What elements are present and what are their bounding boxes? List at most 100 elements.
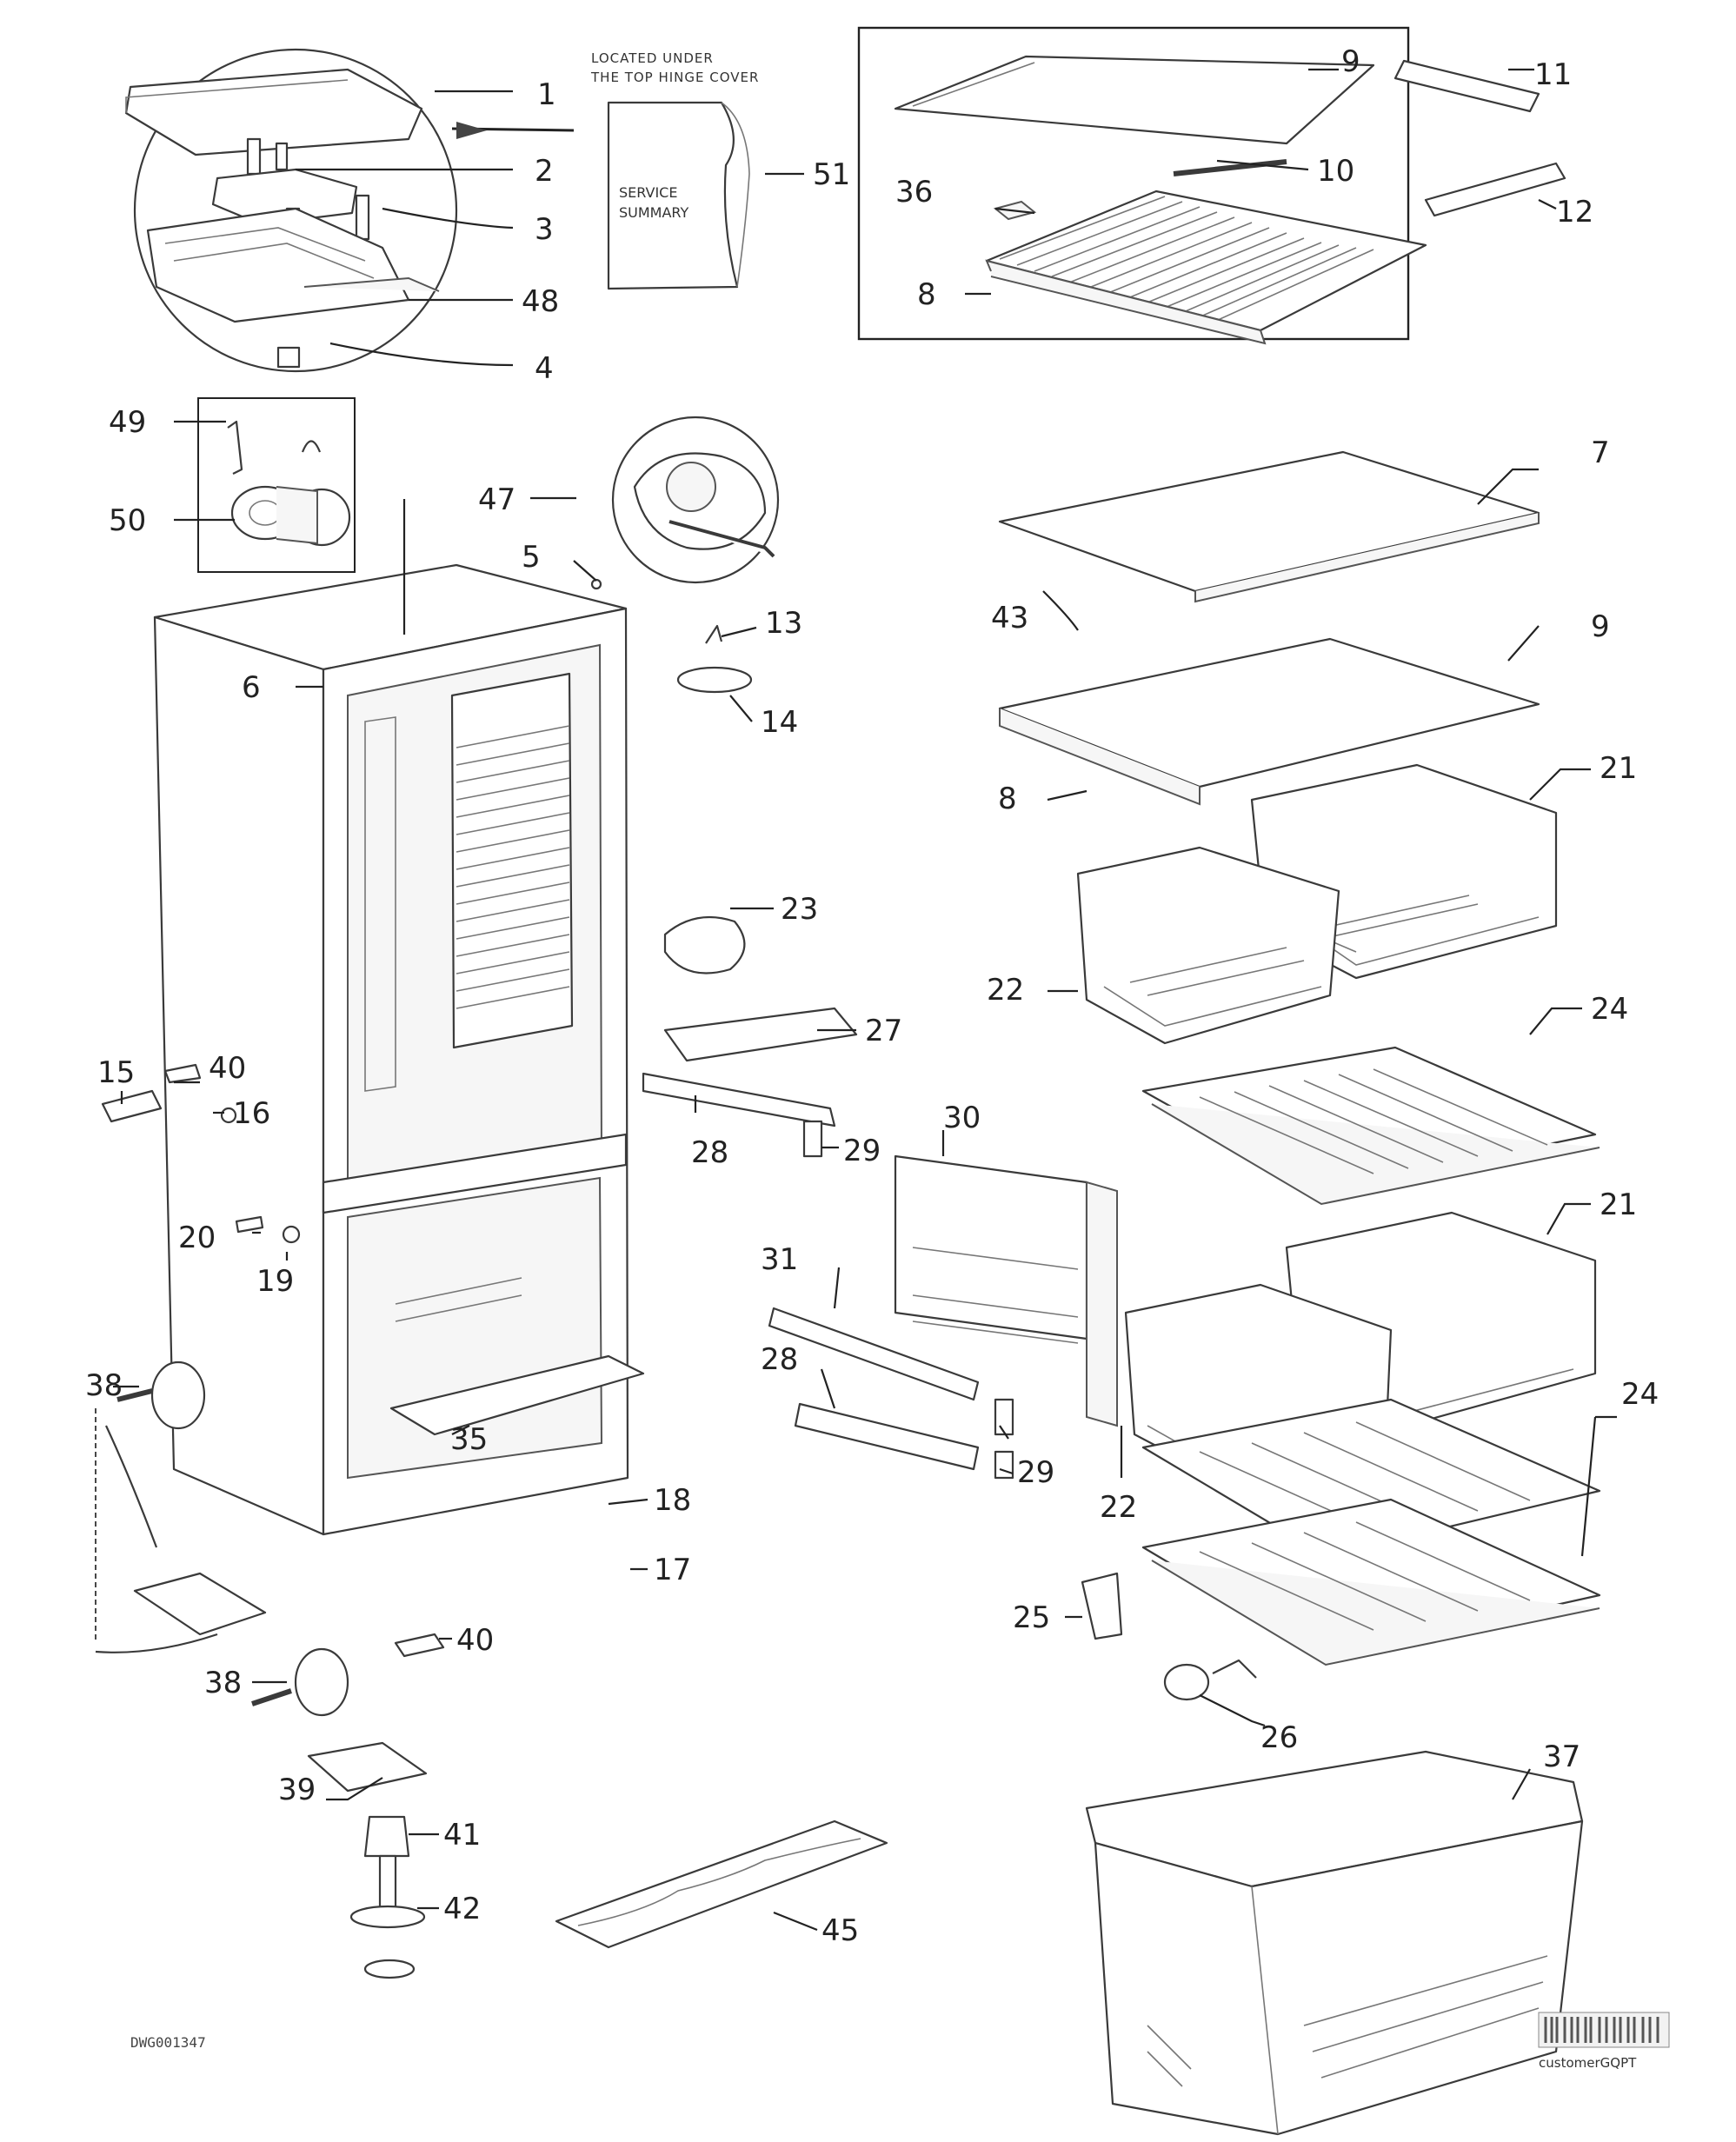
- hinge-detail: [124, 48, 458, 373]
- part-door-rail-upper: [1393, 59, 1540, 113]
- callout-15: 15: [97, 1055, 135, 1090]
- water-fitting-box: [197, 397, 356, 573]
- part-leveler-foot: [349, 1905, 426, 1929]
- callout-8-top: 8: [917, 277, 936, 312]
- service-summary-card: SERVICE SUMMARY: [607, 101, 750, 290]
- callout-48: 48: [522, 284, 559, 319]
- leader-lines: [113, 68, 1617, 1932]
- callout-37: 37: [1543, 1740, 1580, 1774]
- callout-1: 1: [537, 77, 556, 112]
- callout-9-mid: 9: [1591, 609, 1610, 644]
- part-caster-bracket: [133, 1572, 267, 1636]
- callout-26: 26: [1260, 1720, 1298, 1755]
- drawing-code: DWG001347: [130, 2034, 206, 2051]
- callout-39: 39: [278, 1773, 316, 1807]
- callout-numbers: 1 2 3 48 4 51 9 10 36 8 11 12 49 50 47 5…: [85, 44, 1659, 1948]
- fresh-food-shelves: [998, 450, 1540, 806]
- freezer-divider: [768, 1154, 1118, 1480]
- freezer-shelf-kit: [857, 26, 1566, 345]
- callout-16: 16: [233, 1096, 270, 1131]
- callout-2: 2: [535, 154, 554, 189]
- part-caster-38-lower: [294, 1647, 349, 1717]
- part-glass-shelf: [894, 55, 1375, 145]
- callout-30: 30: [943, 1101, 981, 1135]
- part-grommet: [676, 666, 753, 694]
- part-rail-31: [768, 1307, 980, 1401]
- callout-25: 25: [1013, 1600, 1050, 1635]
- callout-29-lower: 29: [1017, 1455, 1054, 1490]
- callout-40-lower: 40: [456, 1623, 494, 1658]
- part-rail-28: [642, 1072, 836, 1128]
- callout-31: 31: [761, 1242, 798, 1277]
- part-glass-shelf-9: [998, 637, 1540, 788]
- refrigerator-cabinet: [95, 563, 645, 1653]
- callout-19: 19: [256, 1264, 294, 1299]
- part-crisper-22-upper: [1076, 846, 1340, 1045]
- callout-50: 50: [109, 503, 146, 538]
- callout-24-upper: 24: [1591, 992, 1628, 1027]
- callout-35: 35: [450, 1422, 488, 1457]
- part-wire-basket: [985, 190, 1427, 332]
- part-rail-28b: [794, 1402, 980, 1471]
- caster-assembly: [95, 1360, 445, 1979]
- note-line1: LOCATED UNDER: [591, 50, 714, 66]
- part-bushing: [363, 1815, 410, 1858]
- callout-5: 5: [522, 540, 541, 575]
- callout-28-upper: 28: [691, 1135, 728, 1170]
- callout-11: 11: [1534, 57, 1572, 92]
- callout-8-mid: 8: [998, 782, 1017, 816]
- callout-23: 23: [781, 892, 818, 927]
- part-tray-24-mid: [1141, 1398, 1601, 1558]
- note-arrow: [451, 122, 575, 139]
- part-leveler-plate: [307, 1741, 428, 1793]
- service-card-line2: SUMMARY: [619, 204, 689, 221]
- callout-10: 10: [1317, 154, 1354, 189]
- callout-29-upper: 29: [843, 1134, 881, 1168]
- part-door-rail-lower: [1424, 162, 1566, 217]
- callout-47: 47: [478, 482, 515, 517]
- callout-4: 4: [535, 351, 554, 386]
- callout-21-upper: 21: [1600, 751, 1637, 786]
- part-hinge-cover: [124, 68, 423, 156]
- part-gasket-45: [555, 1819, 888, 1949]
- callout-27: 27: [865, 1014, 902, 1048]
- callout-14: 14: [761, 705, 798, 740]
- callout-49: 49: [109, 405, 146, 440]
- detail-circle: [133, 48, 458, 373]
- callout-17: 17: [654, 1553, 691, 1587]
- part-hinge-25: [1081, 1572, 1123, 1640]
- callout-42: 42: [443, 1892, 481, 1926]
- callout-12: 12: [1556, 195, 1593, 230]
- crisper-drawers-upper: [1076, 763, 1600, 1206]
- callout-22-lower: 22: [1100, 1490, 1137, 1525]
- callout-20: 20: [178, 1221, 216, 1255]
- part-glass-shelf-7: [998, 450, 1540, 593]
- part-caster-38-upper: [150, 1360, 206, 1430]
- callout-22-upper: 22: [987, 973, 1024, 1008]
- callout-7: 7: [1591, 436, 1610, 470]
- callout-21-lower: 21: [1600, 1187, 1637, 1222]
- part-divider-panel: [894, 1154, 1088, 1340]
- callout-43: 43: [991, 601, 1028, 635]
- callout-38-lower: 38: [204, 1666, 242, 1700]
- callout-6: 6: [242, 670, 261, 705]
- callout-38-upper: 38: [85, 1368, 123, 1403]
- callout-28-lower: 28: [761, 1342, 798, 1377]
- callout-9-top: 9: [1341, 44, 1360, 79]
- callout-41: 41: [443, 1818, 481, 1853]
- callout-3: 3: [535, 212, 554, 247]
- fan-detail: [611, 416, 780, 584]
- kit-frame: [857, 26, 1410, 341]
- callout-51: 51: [813, 157, 850, 192]
- callout-45: 45: [821, 1913, 859, 1948]
- callout-36: 36: [895, 175, 933, 210]
- watermark-logo: customerGQPT: [1538, 2012, 1670, 2071]
- small-parts: [101, 578, 858, 1244]
- callout-40-upper: 40: [209, 1051, 246, 1086]
- note-line2: THE TOP HINGE COVER: [590, 70, 759, 85]
- callout-13: 13: [765, 606, 802, 641]
- part-control-23: [663, 915, 746, 975]
- part-bumper-26: [1163, 1663, 1210, 1701]
- watermark-text: customerGQPT: [1539, 2055, 1637, 2071]
